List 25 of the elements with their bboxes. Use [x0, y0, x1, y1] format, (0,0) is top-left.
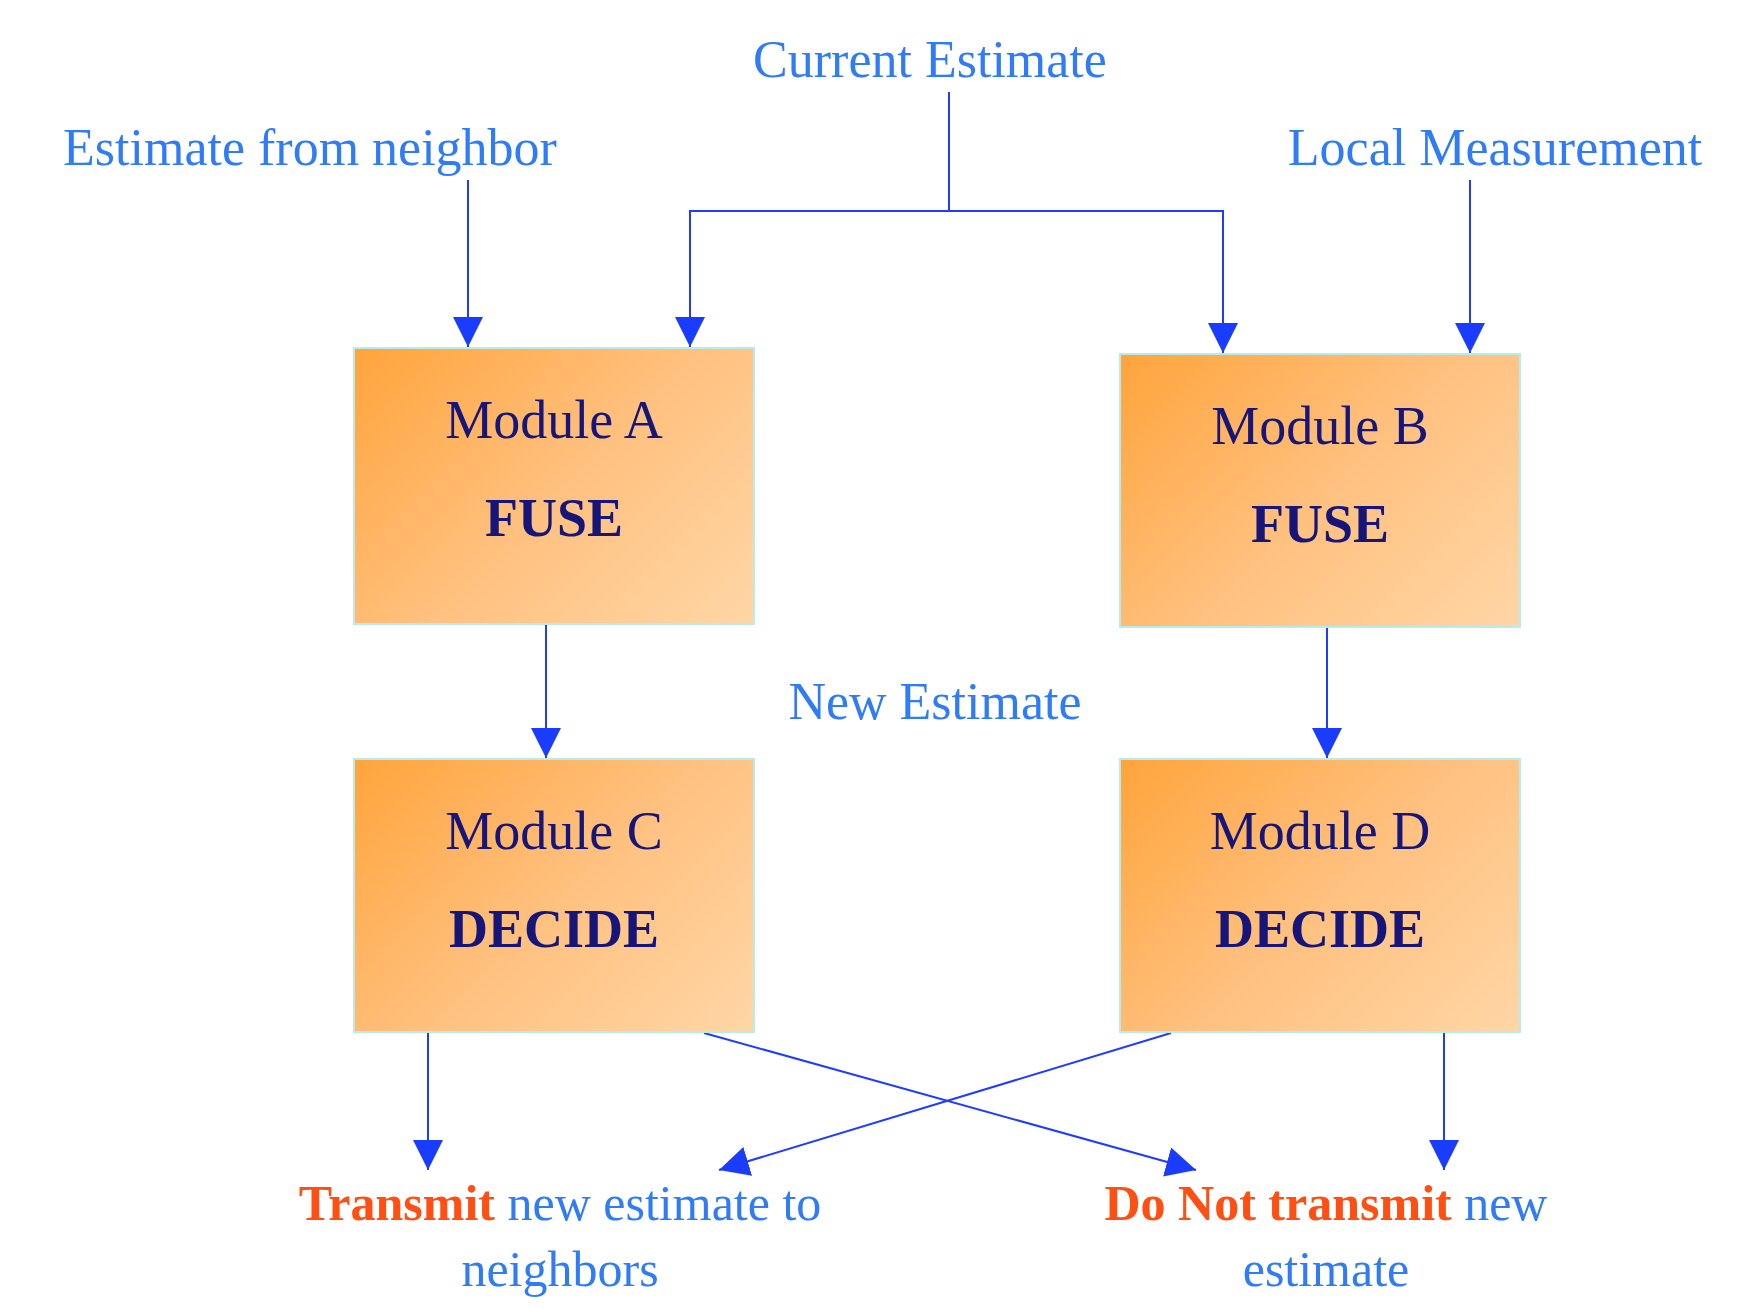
input-label: Local Measurement	[1250, 118, 1740, 180]
arrow	[1455, 179, 1485, 354]
module-function: FUSE	[484, 487, 623, 549]
input-label: Current Estimate	[700, 30, 1160, 92]
arrow	[413, 1032, 443, 1171]
arrow	[948, 91, 1238, 354]
module-box	[1119, 353, 1521, 628]
module-title: Module B	[1211, 395, 1429, 457]
arrow	[1312, 627, 1342, 759]
arrow	[1429, 1032, 1459, 1171]
arrow	[531, 624, 561, 759]
module-title: Module A	[445, 389, 663, 451]
module-title: Module C	[445, 800, 663, 862]
module-function: FUSE	[1250, 493, 1389, 555]
flow-label: New Estimate	[787, 672, 1083, 732]
input-label: Estimate from neighbor	[20, 118, 600, 180]
module-box	[1119, 758, 1521, 1033]
module-box	[353, 347, 755, 625]
module-function: DECIDE	[1214, 898, 1425, 960]
module-title: Module D	[1209, 800, 1431, 862]
module-function: DECIDE	[448, 898, 659, 960]
outcome-text: Do Not transmit new estimate	[1096, 1170, 1556, 1302]
arrow	[453, 179, 483, 348]
outcome-text: Transmit new estimate to neighbors	[290, 1170, 830, 1302]
module-box	[353, 758, 755, 1033]
